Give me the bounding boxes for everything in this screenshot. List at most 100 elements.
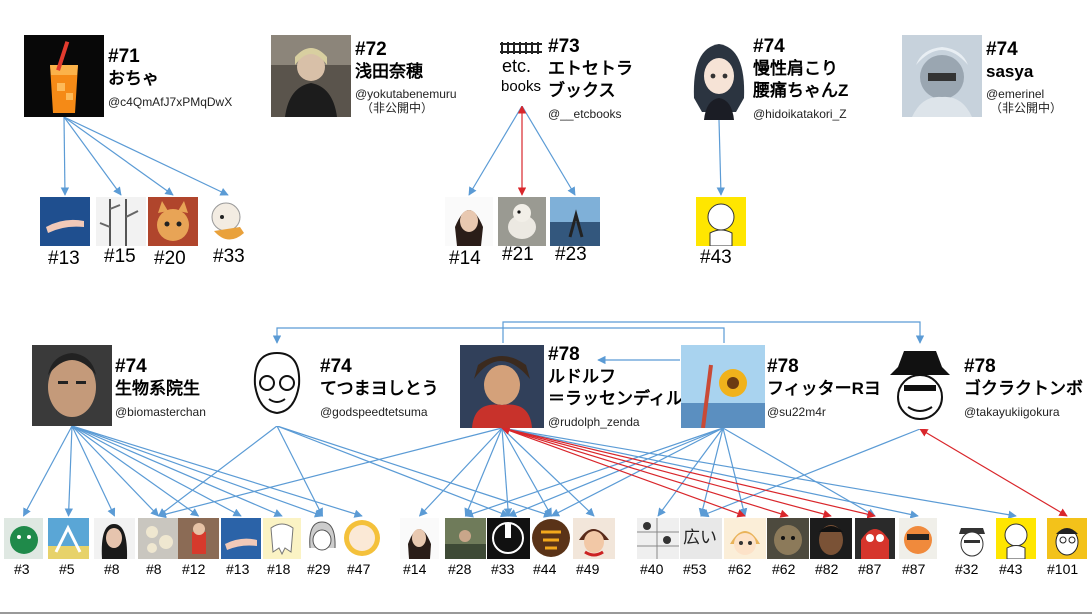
rank-number: #28 xyxy=(448,561,472,577)
avatar-biomasterchan[interactable] xyxy=(32,345,112,426)
follow-link-line xyxy=(501,427,553,517)
account-handle[interactable]: @c4QmAfJ7xPMqDwX xyxy=(108,95,233,109)
rank-number: #87 xyxy=(902,561,926,577)
avatar-child-18[interactable] xyxy=(263,518,301,559)
avatar-child-49[interactable] xyxy=(573,518,615,559)
avatar-godspeedtetsuma[interactable] xyxy=(237,345,317,426)
avatar-child-5[interactable] xyxy=(48,518,89,559)
avatar-child-53[interactable]: 広い xyxy=(680,518,722,559)
avatar-child-12[interactable] xyxy=(178,518,219,559)
rank-number: #49 xyxy=(576,561,600,577)
avatar-child-87[interactable] xyxy=(855,518,895,559)
rank-number: #14 xyxy=(403,561,427,577)
follow-link-line xyxy=(464,427,724,518)
account-handle[interactable]: @su22m4r xyxy=(767,405,826,419)
avatar-child-87[interactable] xyxy=(899,518,937,559)
avatar-child-14[interactable] xyxy=(445,197,493,246)
avatar-asada-naho[interactable] xyxy=(271,35,351,117)
avatar-child-82[interactable] xyxy=(810,518,852,559)
follow-link-line xyxy=(71,425,324,518)
follow-link-line xyxy=(276,425,553,518)
account-handle[interactable]: @takayukiigokura xyxy=(964,405,1060,419)
rank-number: #23 xyxy=(555,244,587,265)
avatar-child-29[interactable] xyxy=(304,518,341,559)
rank-number: #12 xyxy=(182,561,206,577)
avatar-etcbooks-logo[interactable]: etc. books xyxy=(498,38,546,106)
avatar-rudolph-zenda[interactable] xyxy=(460,345,544,428)
follow-link-line xyxy=(550,427,724,517)
rank-number: #87 xyxy=(858,561,882,577)
follow-link-line xyxy=(64,425,73,517)
bottom-divider xyxy=(0,612,1092,614)
rank-number: #29 xyxy=(307,561,331,577)
avatar-child-3[interactable] xyxy=(4,518,43,559)
avatar-child-47[interactable] xyxy=(342,518,382,559)
avatar-takayukiigokura[interactable] xyxy=(880,345,960,429)
account-name: ルドルフ xyxy=(548,367,616,386)
follow-link-line xyxy=(722,427,876,517)
avatar-child-33[interactable] xyxy=(204,197,252,246)
account-name: ＝ラッセンディル xyxy=(548,389,683,408)
avatar-child-101[interactable] xyxy=(1047,518,1087,559)
account-name: 生物系院生 xyxy=(115,379,200,398)
follow-link-line xyxy=(507,427,724,518)
account-name: てつまヨしとう xyxy=(320,379,439,398)
rank-number: #47 xyxy=(347,561,371,577)
account-handle[interactable]: @hidoikatakori_Z xyxy=(753,107,847,121)
account-handle[interactable]: @biomasterchan xyxy=(115,405,206,419)
rank-number: #33 xyxy=(491,561,515,577)
avatar-su22m4r[interactable] xyxy=(681,345,765,428)
account-handle[interactable]: @emerinel xyxy=(986,87,1045,101)
avatar-child-62[interactable] xyxy=(767,518,809,559)
avatar-child-43[interactable] xyxy=(696,197,746,246)
account-handle[interactable]: @__etcbooks xyxy=(548,107,622,121)
rank-label: #74 xyxy=(115,356,147,377)
avatar-ocha[interactable] xyxy=(24,35,104,117)
follow-link-line xyxy=(276,425,324,517)
avatar-child-13[interactable] xyxy=(221,518,261,559)
avatar-sasya[interactable] xyxy=(902,35,982,117)
rank-number: #13 xyxy=(226,561,250,577)
follow-link-line xyxy=(716,119,725,196)
account-handle[interactable]: @godspeedtetsuma xyxy=(320,405,428,419)
logo-text: etc. xyxy=(502,56,532,76)
account-handle[interactable]: @yokutabenemuru xyxy=(355,87,457,101)
follow-link-line xyxy=(501,427,513,517)
avatar-child-21[interactable] xyxy=(498,197,546,246)
follow-link-line xyxy=(501,427,595,517)
private-note: （非公開中） xyxy=(990,101,1063,115)
rank-label: #74 xyxy=(753,36,785,57)
follow-link-line xyxy=(71,425,363,518)
avatar-child-14[interactable] xyxy=(400,518,439,559)
rank-label: #74 xyxy=(986,39,1018,60)
avatar-child-20[interactable] xyxy=(148,197,198,246)
follow-link-line xyxy=(63,116,174,196)
avatar-child-8[interactable] xyxy=(138,518,179,559)
rank-number: #44 xyxy=(533,561,557,577)
rank-number: #20 xyxy=(154,248,186,269)
rank-number: #8 xyxy=(146,561,162,577)
rank-number: #53 xyxy=(683,561,707,577)
rank-number: #43 xyxy=(999,561,1023,577)
avatar-child-62[interactable] xyxy=(724,518,766,559)
avatar-child-28[interactable] xyxy=(445,518,486,559)
rank-number: #101 xyxy=(1047,561,1079,577)
follow-link-line xyxy=(501,427,1017,519)
follow-link-line xyxy=(63,116,229,196)
elbow-connector xyxy=(272,327,725,344)
avatar-child-32[interactable] xyxy=(953,518,991,559)
avatar-child-8[interactable] xyxy=(94,518,135,559)
mutual-link-line xyxy=(501,425,832,519)
avatar-child-13[interactable] xyxy=(40,197,90,246)
follow-link-line xyxy=(157,427,503,519)
avatar-child-44[interactable] xyxy=(531,518,572,559)
avatar-child-33[interactable] xyxy=(487,518,530,559)
avatar-child-40[interactable] xyxy=(637,518,679,559)
follow-link-line xyxy=(71,425,242,517)
account-handle[interactable]: @rudolph_zenda xyxy=(548,415,640,429)
avatar-child-15[interactable] xyxy=(96,197,146,246)
mutual-link-line xyxy=(501,426,746,518)
avatar-child-23[interactable] xyxy=(550,197,600,246)
avatar-katakori-chan[interactable] xyxy=(688,38,750,120)
avatar-child-43[interactable] xyxy=(996,518,1036,559)
